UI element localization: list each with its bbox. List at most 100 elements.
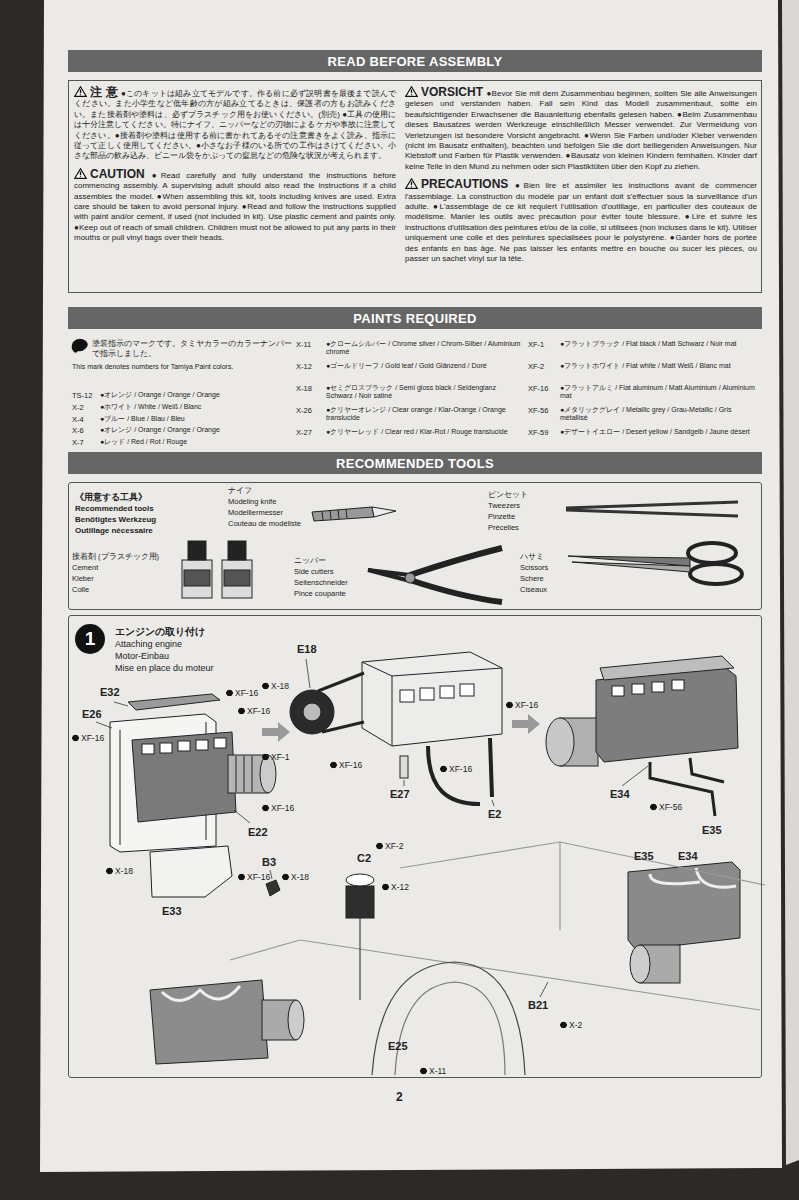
engine-in-chassis xyxy=(150,980,268,1064)
warning-icon xyxy=(411,90,412,96)
band-title: RECOMMENDED TOOLS xyxy=(336,456,494,471)
paper xyxy=(40,0,782,1172)
engine-with-pulley xyxy=(400,756,408,778)
leader-lines xyxy=(270,870,272,879)
leader-lines xyxy=(96,722,112,728)
step-number-text: 1 xyxy=(85,628,96,650)
caution-title: CAUTION xyxy=(90,167,145,181)
tool-name: Schere xyxy=(520,574,544,583)
caution-heading: PRECAUTIONS xyxy=(405,177,508,191)
engine-assembled xyxy=(600,656,734,680)
caution-text: ●このキットは組み立てモデルです。作る前に必ず説明書を最後まで読んでください。ま… xyxy=(74,89,396,160)
tool-name: Colle xyxy=(72,585,89,594)
section-band: PAINTS REQUIRED xyxy=(68,307,762,329)
engine-exploded xyxy=(196,740,208,750)
paint-callout: X-18 xyxy=(282,872,309,882)
engine-assembled xyxy=(612,686,624,696)
caution-text: ●Read carefully and fully understand the… xyxy=(74,171,396,242)
part-number: B3 xyxy=(262,856,276,869)
paint-name: ●ゴールドリーフ / Gold leaf / Gold Glänzend / D… xyxy=(326,362,522,370)
engine-exploded xyxy=(132,732,236,822)
paint-callout: XF-56 xyxy=(650,802,682,812)
paint-name: ●オレンジ / Orange / Orange / Orange xyxy=(100,391,288,399)
engine-assembled xyxy=(672,680,684,690)
paint-code: TS-12 xyxy=(72,391,92,400)
section-band: READ BEFORE ASSEMBLY xyxy=(68,50,762,72)
engine-exploded xyxy=(150,846,232,897)
warning-icon xyxy=(75,87,87,97)
warning-icon xyxy=(80,90,81,96)
engine-with-pulley xyxy=(400,690,414,702)
warning-icon xyxy=(411,182,412,188)
scissors xyxy=(688,543,736,563)
chassis xyxy=(400,842,765,885)
engine-exploded xyxy=(110,694,276,897)
caution-title: VORSICHT xyxy=(421,85,483,99)
paint-name: ●ブルー / Blue / Blau / Bleu xyxy=(100,415,288,423)
caution-text: ●Bien lire et assimiler les instructions… xyxy=(405,181,757,263)
engine-exploded xyxy=(128,694,220,710)
engine-in-chassis xyxy=(150,980,304,1064)
cement-bottles xyxy=(222,560,252,598)
paint-code: X-18 xyxy=(296,384,312,393)
step-arrow xyxy=(512,714,540,734)
small-parts xyxy=(266,880,280,896)
part-number: C2 xyxy=(357,852,371,865)
engine-assembled xyxy=(652,682,664,692)
paint-name: ●レッド / Red / Rot / Rouge xyxy=(100,438,288,446)
caution-paragraph: VORSICHT●Bevor Sie mit dem Zusammenbau b… xyxy=(405,86,757,172)
engine-with-pulley xyxy=(490,738,492,797)
knife xyxy=(312,507,374,521)
tool-name: Précelles xyxy=(488,523,519,532)
engine-detail xyxy=(630,945,650,983)
paint-code: X-27 xyxy=(296,428,312,437)
chassis xyxy=(372,962,525,1075)
note: 塗装指示のマークです。タミヤカラーのカラーナンバーで指示しました。 xyxy=(92,339,292,358)
engine-assembled xyxy=(650,762,715,816)
cement-bottles xyxy=(224,570,250,586)
tool-name: 接着剤 (プラスチック用) xyxy=(72,552,159,561)
part-number: E18 xyxy=(297,643,317,656)
chassis xyxy=(395,982,505,1075)
paint-callout: XF-16 xyxy=(330,760,362,770)
side-cutters xyxy=(405,573,415,583)
caution-paragraph: 注 意●このキットは組み立てモデルです。作る前に必ず説明書を最後まで読んでくださ… xyxy=(74,86,396,162)
tweezers xyxy=(566,510,738,516)
engine-assembled xyxy=(546,656,738,816)
tool-name: Modeling knife xyxy=(228,497,276,506)
tweezers xyxy=(566,502,738,508)
tool-name: ナイフ xyxy=(228,486,252,495)
paint-callout: XF-16 xyxy=(262,803,294,813)
engine-with-pulley xyxy=(428,746,480,804)
cement-bottles xyxy=(228,541,246,560)
knife xyxy=(312,507,396,521)
small-parts xyxy=(346,886,374,918)
cement-bottles xyxy=(182,541,252,598)
panel-heading: Motor-Einbau xyxy=(115,651,169,661)
engine-with-pulley xyxy=(362,662,502,746)
engine-assembled xyxy=(632,684,644,694)
leader-lines xyxy=(306,659,310,688)
paint-callout: X-12 xyxy=(382,882,409,892)
paint-name: ●クリヤーオレンジ / Clear orange / Klar-Orange /… xyxy=(326,406,522,423)
engine-exploded xyxy=(214,738,226,748)
warning-icon xyxy=(74,168,87,179)
warning-icon xyxy=(406,179,418,189)
engine-assembled xyxy=(690,758,724,782)
engine-assembled xyxy=(546,718,574,766)
paint-code: X-7 xyxy=(72,438,84,447)
paint-name: ●フラットブラック / Flat black / Matt Schwarz / … xyxy=(560,340,756,348)
leader-lines xyxy=(404,780,405,786)
engine-with-pulley xyxy=(290,652,502,804)
panel-heading: Attaching engine xyxy=(115,639,182,649)
scissors xyxy=(572,562,690,572)
warning-icon xyxy=(406,87,418,97)
panel-heading: Benötigtes Werkzeug xyxy=(75,515,156,524)
paint-code: XF-2 xyxy=(528,362,544,371)
paint-name: ●フラットアルミ / Flat aluminum / Matt Aluminiu… xyxy=(560,384,756,401)
tool-name: Couteau de modéliste xyxy=(228,519,301,528)
leader-lines xyxy=(622,766,648,786)
cement-bottles xyxy=(188,541,206,560)
paint-code: X-26 xyxy=(296,406,312,415)
paint-code: XF-59 xyxy=(528,428,548,437)
